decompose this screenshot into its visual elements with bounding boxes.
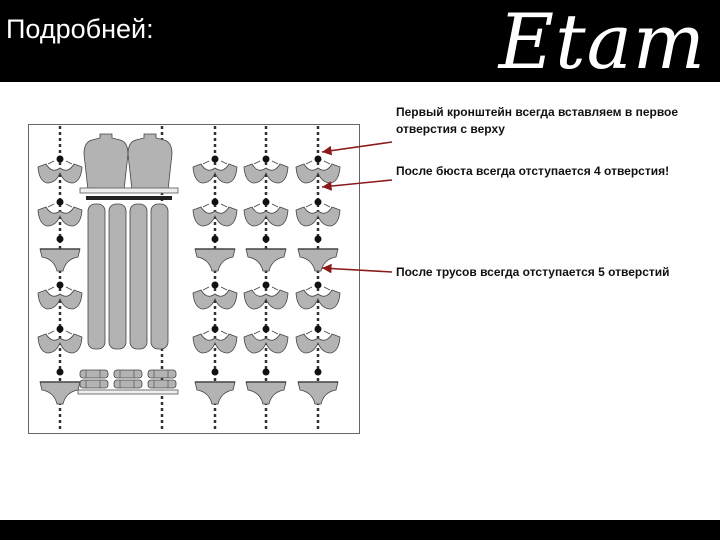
- bay-3-garments: [192, 155, 238, 405]
- footer-bar: [0, 520, 720, 540]
- annotation-after-panties: После трусов всегда отступается 5 отверс…: [396, 265, 670, 279]
- etam-logo: Etam: [498, 0, 706, 86]
- annotation-first-bracket: Первый кронштейн всегда вставляем в перв…: [396, 105, 679, 136]
- bay-4-garments: [243, 155, 289, 405]
- bay-5-garments: [295, 155, 341, 405]
- bay-1-garments: [37, 155, 83, 405]
- annotation-after-bust: После бюста всегда отступается 4 отверст…: [396, 164, 670, 178]
- page-title: Подробней:: [6, 14, 154, 44]
- center-display: [77, 133, 179, 395]
- planogram-diagram: [28, 124, 360, 434]
- header-bar: Подробней: Etam: [0, 0, 720, 82]
